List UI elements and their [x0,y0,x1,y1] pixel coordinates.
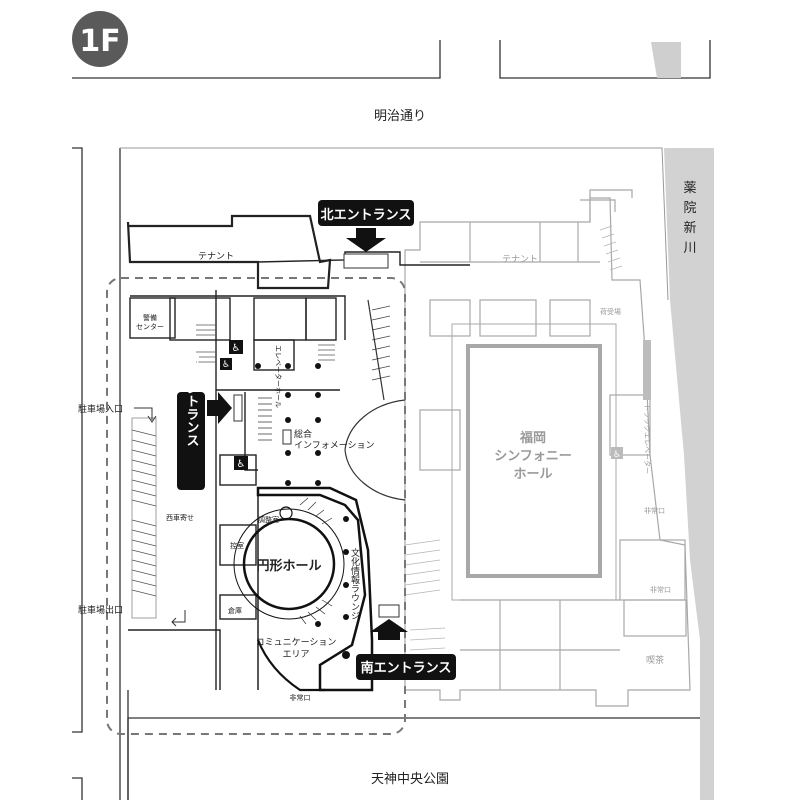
west-entrance-arrow [207,392,232,424]
control-room-label: 調整室 [258,515,279,524]
core-stairs [196,324,335,363]
symphony-wall-strip [643,340,651,400]
symphony-label-1: 福岡 [519,430,546,446]
main-building-outline [126,214,470,690]
restroom-icon: ♿ [229,340,243,354]
parking-in-label: 駐車場入口 [78,403,123,415]
truck-elevator-label: トラックエレベーター [643,404,652,474]
north-entrance-arrow [346,228,386,252]
ramp-arrow-in [134,407,157,423]
exit-right-2: 非常口 [650,585,671,594]
culture-lounge-label: 文化情報ラウンジ [349,547,360,620]
park-label: 天神中央公園 [371,772,449,787]
symphony-label-2: シンフォニー [494,449,572,464]
info-label-2: インフォメーション [294,441,375,451]
security-label-2: センター [136,322,164,331]
symphony-stairs [404,225,623,661]
park-boundary [127,717,700,800]
svg-text:♿: ♿ [222,360,230,370]
river-label-1: 薬 [683,181,696,196]
restroom-icon-2: ♿ [234,456,248,470]
circle-hall-stairs [299,497,333,625]
west-entrance-label: 西エントランス [184,356,200,447]
storage-label: 倉庫 [228,606,242,615]
street-meiji: 明治通り [374,109,426,124]
symphony-building [404,189,691,707]
south-entrance-label: 南エントランス [361,660,452,676]
south-entrance[interactable]: 南エントランス [356,604,456,680]
west-entrance[interactable]: 西エントランス [177,356,243,491]
atrium-curve-left [367,299,385,401]
top-street-lines [72,40,711,79]
top-river-strip [651,42,681,78]
svg-text:♿: ♿ [237,459,246,470]
reception-label: 控室 [230,541,244,550]
circle-hall-structure [233,486,374,692]
tenant-right-label: テナント [502,254,538,265]
circle-hall-label: 円形ホール [256,559,321,574]
floor-badge: 1F [72,11,128,67]
info-desk [282,429,292,445]
exit-right-1: 非常口 [644,506,665,515]
highlight-area [106,277,406,735]
north-entrance-door [343,253,389,269]
symphony-label-3: ホール [513,467,552,482]
left-road-lines [72,147,129,800]
south-entrance-door [378,604,400,618]
river-label-2: 院 [683,201,696,216]
parking-out-label: 駐車場出口 [78,604,123,616]
river-yakuin [662,148,714,800]
floor-badge-text: 1F [79,24,120,59]
south-entrance-arrow [370,619,408,640]
comm-area-label-2: エリア [282,650,309,660]
loading-label: 荷受場 [600,307,621,316]
columns [255,363,350,659]
site-boundary [120,147,669,301]
svg-text:♿: ♿ [232,343,241,354]
accessible-icon: ♿ [220,358,232,370]
elevator-hall-label: エレベーターホール [274,345,283,408]
info-curve [344,399,406,501]
accessible-icon-right: ♿ [611,447,623,460]
info-label-1: 総合 [294,428,312,440]
tenant-left-label: テナント [198,251,234,262]
exit-bottom-label: 非常口 [290,693,311,702]
north-entrance[interactable]: 北エントランス [318,200,414,269]
main-stairs [258,305,391,441]
west-area-label: 西車寄せ [166,513,194,522]
west-entrance-door [233,394,243,422]
north-entrance-label: 北エントランス [321,208,412,223]
security-label-1: 警備 [143,313,157,322]
comm-area-label-1: コミュニケーション [256,637,337,648]
parking-ramp [131,417,157,619]
svg-text:♿: ♿ [613,450,621,460]
river-label-3: 新 [683,220,696,236]
ramp-arrow-out [171,610,186,627]
river-label-4: 川 [683,241,696,256]
cafe-label: 喫茶 [646,654,664,666]
